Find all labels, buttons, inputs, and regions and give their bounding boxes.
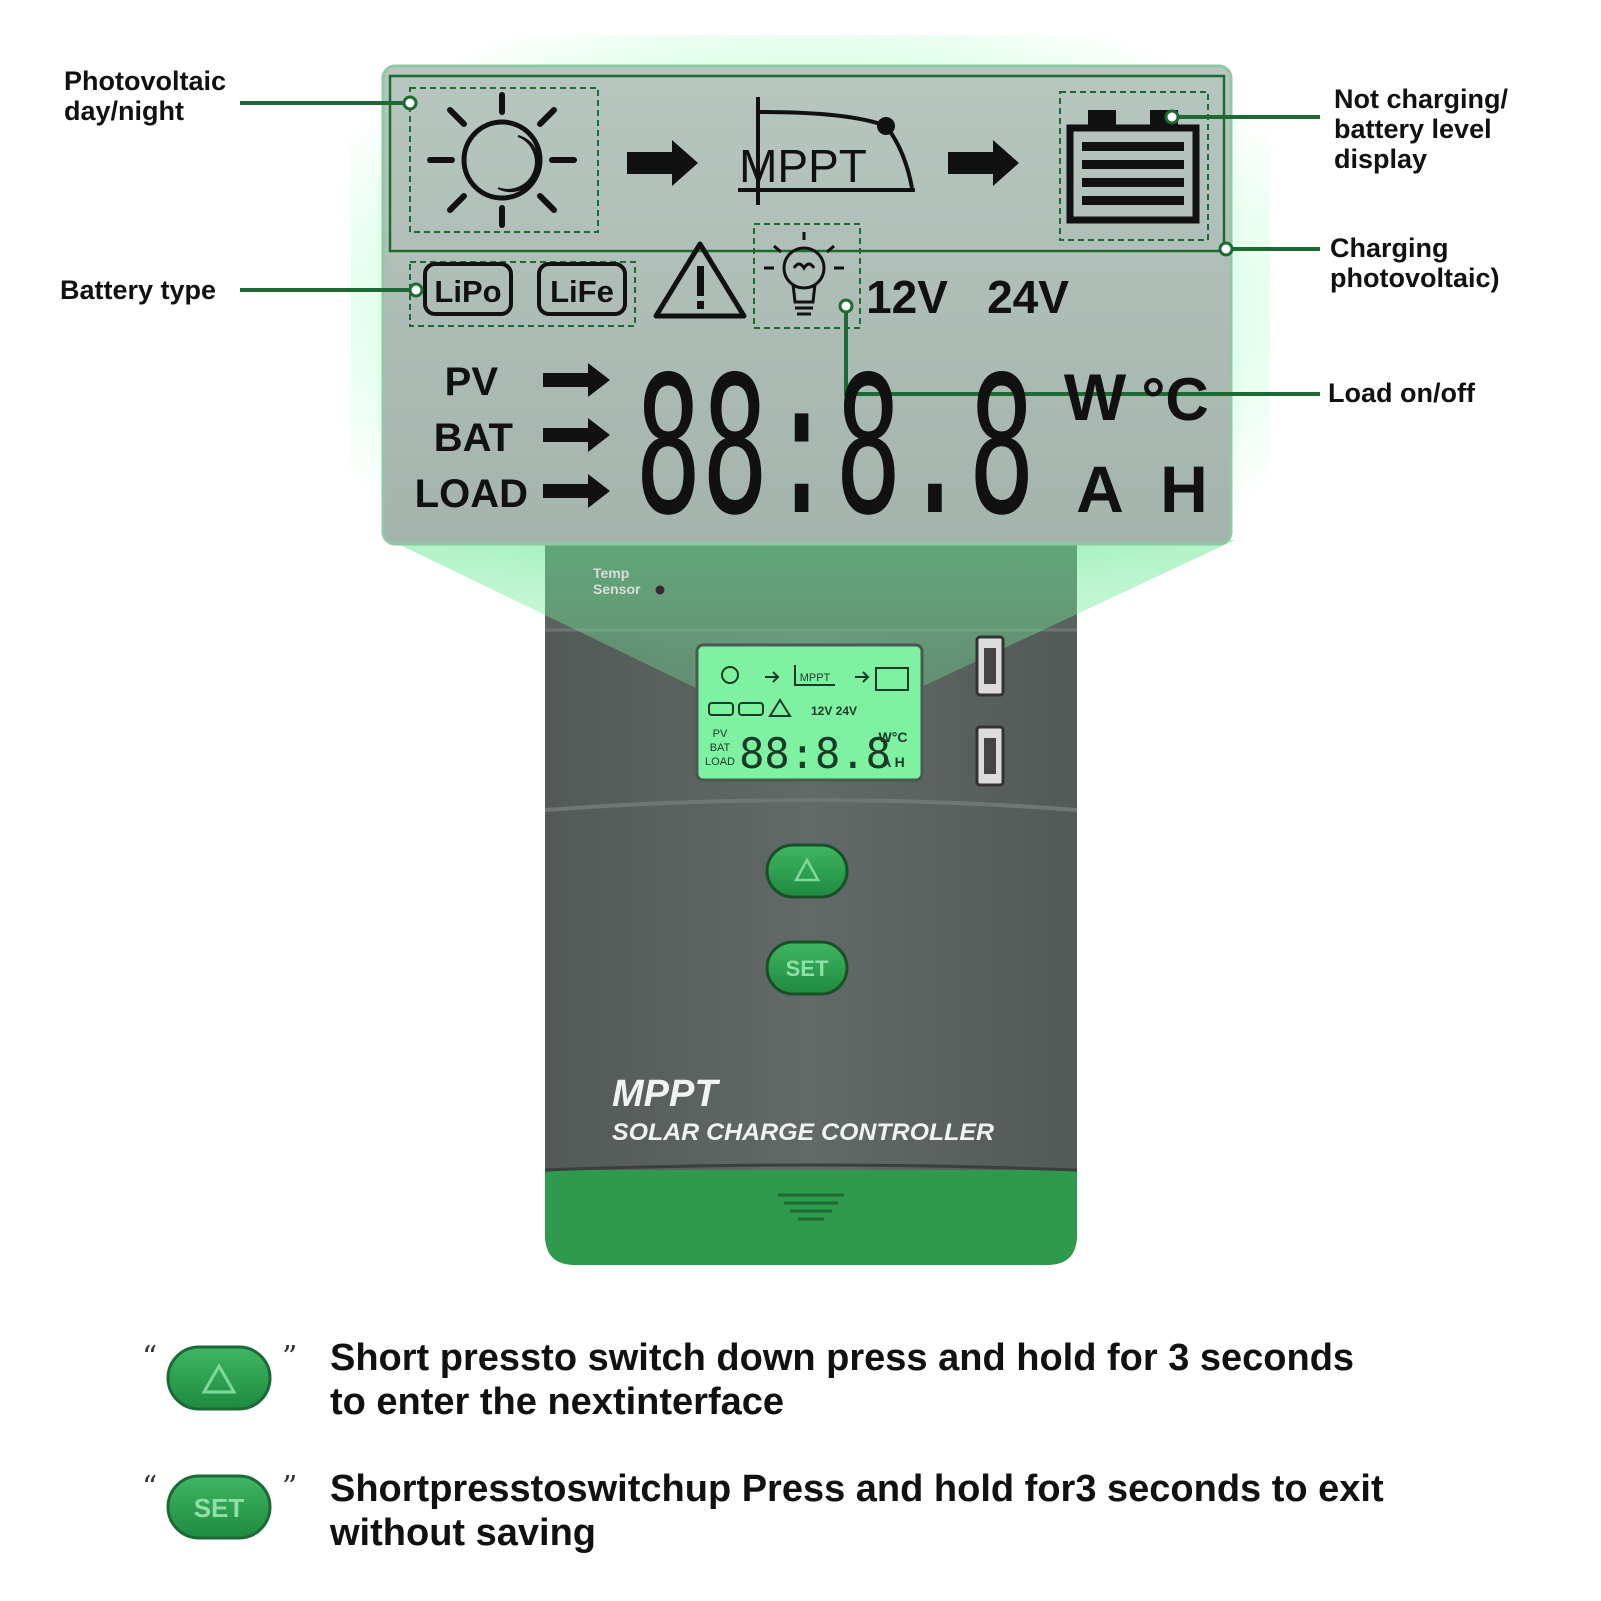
lcd-life-label: LiFe: [550, 274, 614, 309]
instruction-line: without saving: [330, 1512, 596, 1554]
temp-sensor-dot: [654, 584, 666, 596]
sun-moon-icon: [427, 92, 577, 228]
device-brand: MPPT: [612, 1073, 720, 1115]
legend-up-button: [166, 1345, 272, 1411]
small-lcd: MPPT 12V 24V PV BAT LOAD 88:8.8 W°C A H: [695, 643, 924, 782]
callout-line: Load on/off: [1328, 378, 1475, 408]
arrow-right-icon: [543, 418, 610, 452]
instruction-line: to enter the nextinterface: [330, 1381, 784, 1423]
callout-line: battery level: [1334, 114, 1492, 144]
callout-lines: [240, 101, 1320, 396]
svg-text:12V 24V: 12V 24V: [811, 704, 857, 718]
battery-dashed-box: [1059, 91, 1209, 241]
usb-port-icon: [975, 635, 1005, 697]
pv-dashed-box: [409, 87, 599, 233]
svg-text:W°C: W°C: [879, 729, 908, 745]
callout-line: display: [1334, 144, 1428, 174]
projection-beam: [390, 540, 1235, 690]
bulb-icon: [764, 232, 844, 316]
warning-icon: [653, 241, 747, 319]
lcd-unit-h: H: [1160, 452, 1208, 526]
device-subtitle: SOLAR CHARGE CONTROLLER: [612, 1119, 995, 1146]
arrow-right-icon: [627, 140, 698, 186]
mppt-curve-icon: [738, 97, 915, 205]
arrow-right-icon: [948, 140, 1019, 186]
callout-battery-type: Battery type: [60, 275, 216, 305]
lcd-unit-a: A: [1076, 452, 1124, 526]
close-quote: ”: [282, 1340, 298, 1375]
instruction-up: Short pressto switch down press and hold…: [330, 1336, 1530, 1424]
close-quote: ”: [282, 1470, 298, 1505]
arrow-right-icon: [543, 363, 610, 397]
lcd-pv-label: PV: [445, 360, 499, 404]
callout-charging: Charging photovoltaic): [1330, 233, 1500, 293]
callout-line: Photovoltaic: [64, 66, 227, 96]
temp-label-line1: Temp: [593, 565, 629, 581]
life-box: [537, 262, 627, 316]
up-triangle-icon: [793, 857, 821, 882]
big-lcd: [381, 64, 1233, 546]
callout-line: Battery type: [60, 275, 217, 305]
open-quote: “: [142, 1340, 158, 1375]
legend-set-button: [166, 1474, 272, 1540]
callout-pv-day-night: Photovoltaic day/night: [64, 66, 226, 126]
battery-icon: [1066, 110, 1200, 224]
up-triangle-icon: [201, 1362, 237, 1394]
arrow-right-icon: [543, 474, 610, 508]
lcd-lipo-label: LiPo: [434, 274, 501, 309]
callout-dots: [402, 95, 1234, 314]
temp-label-line2: Sensor: [593, 581, 641, 597]
svg-text:88:8.8: 88:8.8: [739, 729, 891, 778]
legend-set-label: SET: [194, 1493, 245, 1523]
lcd-mppt-label: MPPT: [739, 140, 867, 192]
lcd-digits: 88:8.8: [635, 336, 1035, 557]
lcd-12v-label: 12V: [866, 271, 948, 323]
callout-line: photovoltaic): [1330, 263, 1500, 293]
device-set-button[interactable]: [765, 940, 849, 996]
load-dashed-box: [753, 223, 861, 329]
usb-port-icon: [975, 725, 1005, 787]
callout-line: day/night: [64, 96, 184, 126]
lcd-unit-w: W: [1064, 360, 1127, 434]
lcd-load-label: LOAD: [415, 472, 528, 516]
device-up-button[interactable]: [765, 843, 849, 899]
lcd-unit-c: °C: [1141, 366, 1208, 433]
svg-text:BAT: BAT: [710, 742, 731, 754]
instruction-line: Short pressto switch down press and hold…: [330, 1337, 1355, 1379]
svg-text:MPPT: MPPT: [800, 672, 831, 684]
svg-text:A H: A H: [881, 754, 905, 770]
instruction-set: Shortpresstoswitchup Press and hold for3…: [330, 1467, 1530, 1555]
instruction-line: Shortpresstoswitchup Press and hold for3…: [330, 1468, 1384, 1510]
callout-load: Load on/off: [1328, 378, 1475, 408]
lcd-bat-label: BAT: [434, 416, 513, 460]
lcd-24v-label: 24V: [987, 271, 1069, 323]
callout-not-charging: Not charging/ battery level display: [1334, 84, 1508, 174]
svg-text:PV: PV: [713, 728, 728, 740]
lipo-box: [423, 262, 513, 316]
svg-text:LOAD: LOAD: [705, 756, 735, 768]
callout-line: Charging: [1330, 233, 1449, 263]
callout-line: Not charging/: [1334, 84, 1508, 114]
device-set-label: SET: [786, 956, 829, 981]
open-quote: “: [142, 1470, 158, 1505]
